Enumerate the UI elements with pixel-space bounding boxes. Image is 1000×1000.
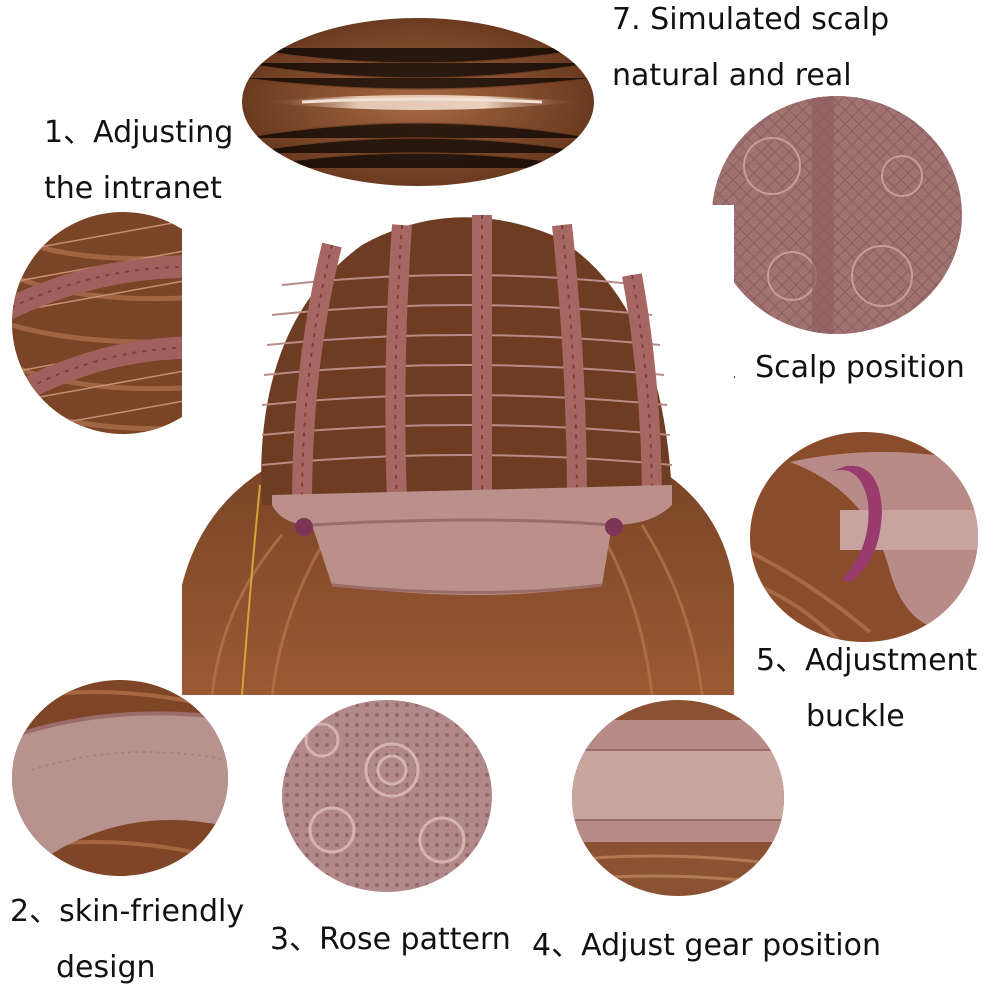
- label-adjust-gear-text: 4、Adjust gear position: [532, 928, 881, 963]
- label-skin-friendly-line1: 2、skin-friendly: [10, 894, 245, 929]
- label-adjustment-buckle: 5、Adjustment buckle: [756, 633, 977, 745]
- label-scalp-position: 6、Scalp position: [706, 340, 965, 396]
- wig-cap-main-photo: [182, 205, 734, 695]
- label-scalp-position-text: 6、Scalp position: [706, 350, 965, 385]
- gear-position-closeup-photo: [572, 700, 784, 896]
- buckle-closeup-photo: [750, 432, 978, 642]
- rose-pattern-closeup-photo: [282, 700, 492, 892]
- label-skin-friendly: 2、skin-friendly design: [10, 884, 244, 996]
- label-adjust-gear: 4、Adjust gear position: [532, 918, 881, 974]
- label-adjustment-buckle-line2: buckle: [806, 699, 905, 734]
- label-skin-friendly-line2: design: [56, 950, 156, 985]
- label-simulated-scalp-line2: natural and real: [612, 58, 852, 93]
- label-rose-pattern-text: 3、Rose pattern: [270, 922, 511, 957]
- label-adjusting-intranet-line1: 1、Adjusting: [44, 115, 234, 150]
- skin-friendly-closeup-photo: [12, 680, 228, 876]
- label-adjustment-buckle-line1: 5、Adjustment: [756, 643, 978, 678]
- label-simulated-scalp: 7. Simulated scalp natural and real: [612, 0, 889, 104]
- label-adjusting-intranet-line2: the intranet: [44, 171, 222, 206]
- label-simulated-scalp-line1: 7. Simulated scalp: [612, 2, 890, 37]
- scalp-parting-photo: [242, 18, 594, 186]
- label-rose-pattern: 3、Rose pattern: [270, 912, 511, 968]
- label-adjusting-intranet: 1、Adjusting the intranet: [44, 105, 233, 217]
- scalp-lace-closeup-photo: [712, 96, 962, 334]
